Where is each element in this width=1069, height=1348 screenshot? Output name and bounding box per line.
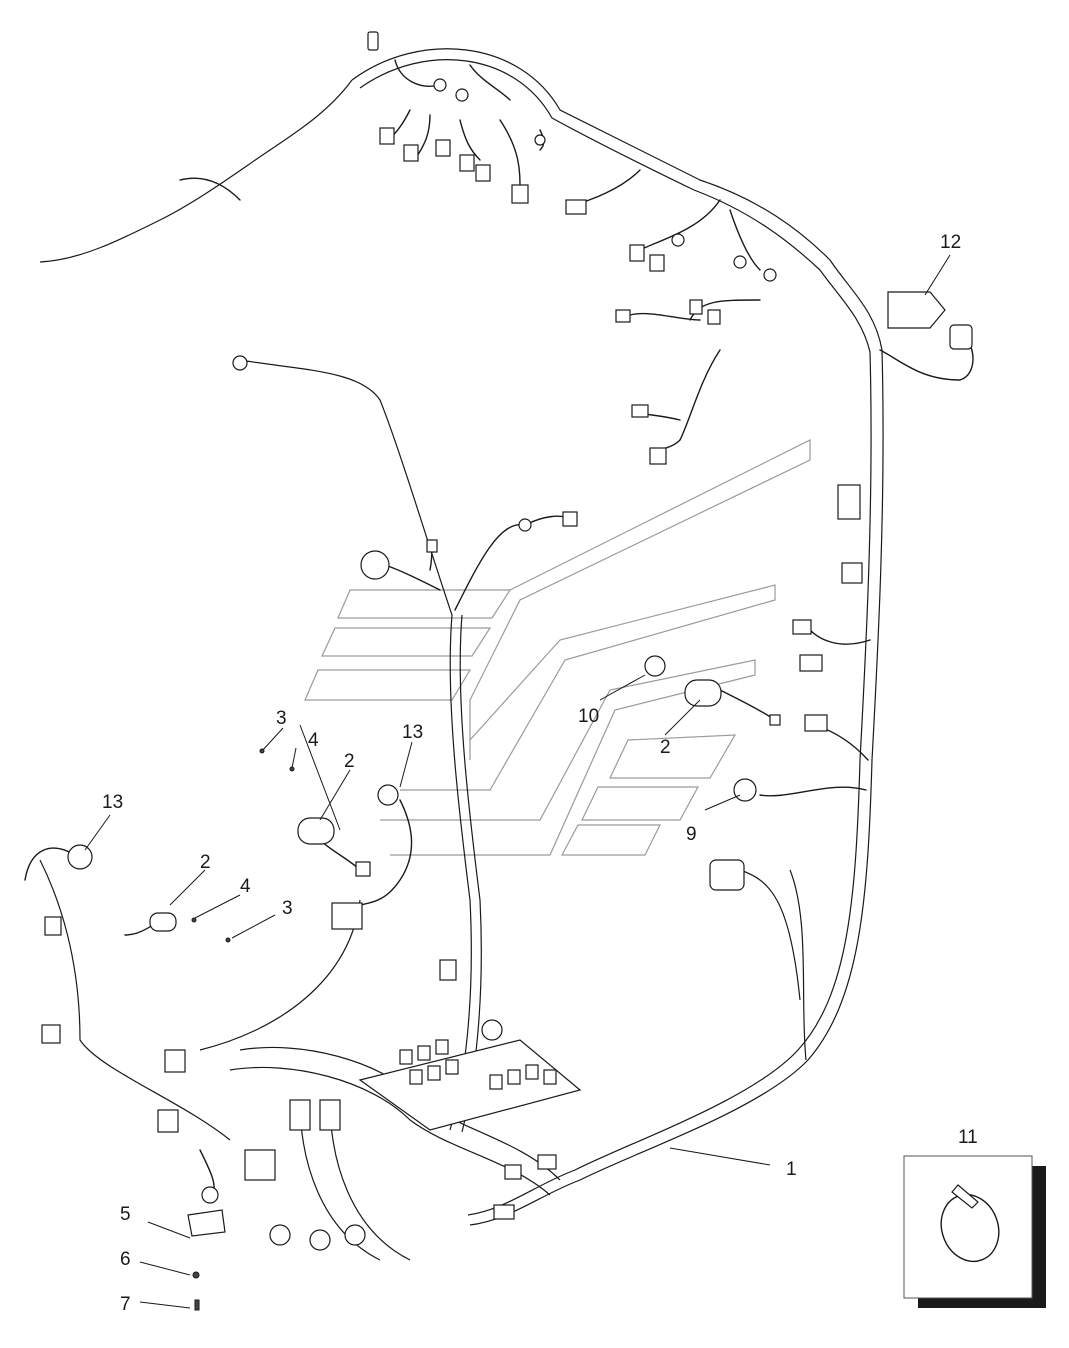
relay-box — [358, 1039, 582, 1131]
watermark-logo — [304, 439, 811, 856]
callout-labels: 1 2 2 2 3 3 4 4 5 6 7 9 10 11 12 13 13 — [102, 232, 978, 1315]
callout-11: 11 — [958, 1127, 978, 1148]
callout-12: 12 — [940, 232, 961, 253]
callout-2-center: 2 — [344, 751, 355, 772]
callout-2-left: 2 — [200, 852, 211, 873]
callout-3-left: 3 — [282, 898, 293, 919]
inset-detail-box — [903, 1155, 1046, 1308]
callout-4-center: 4 — [308, 730, 319, 751]
callout-13-left: 13 — [102, 792, 123, 813]
callout-2-right: 2 — [660, 737, 671, 758]
callout-3-center: 3 — [276, 708, 287, 729]
callout-10: 10 — [578, 706, 599, 727]
connectors — [41, 31, 973, 1311]
callout-9: 9 — [686, 824, 697, 845]
callout-4-left: 4 — [240, 876, 251, 897]
callout-6: 6 — [120, 1249, 131, 1270]
leader-lines — [84, 254, 951, 1309]
callout-1: 1 — [786, 1159, 797, 1180]
callout-13-center: 13 — [402, 722, 423, 743]
callout-7: 7 — [120, 1294, 131, 1315]
callout-5: 5 — [120, 1204, 131, 1225]
